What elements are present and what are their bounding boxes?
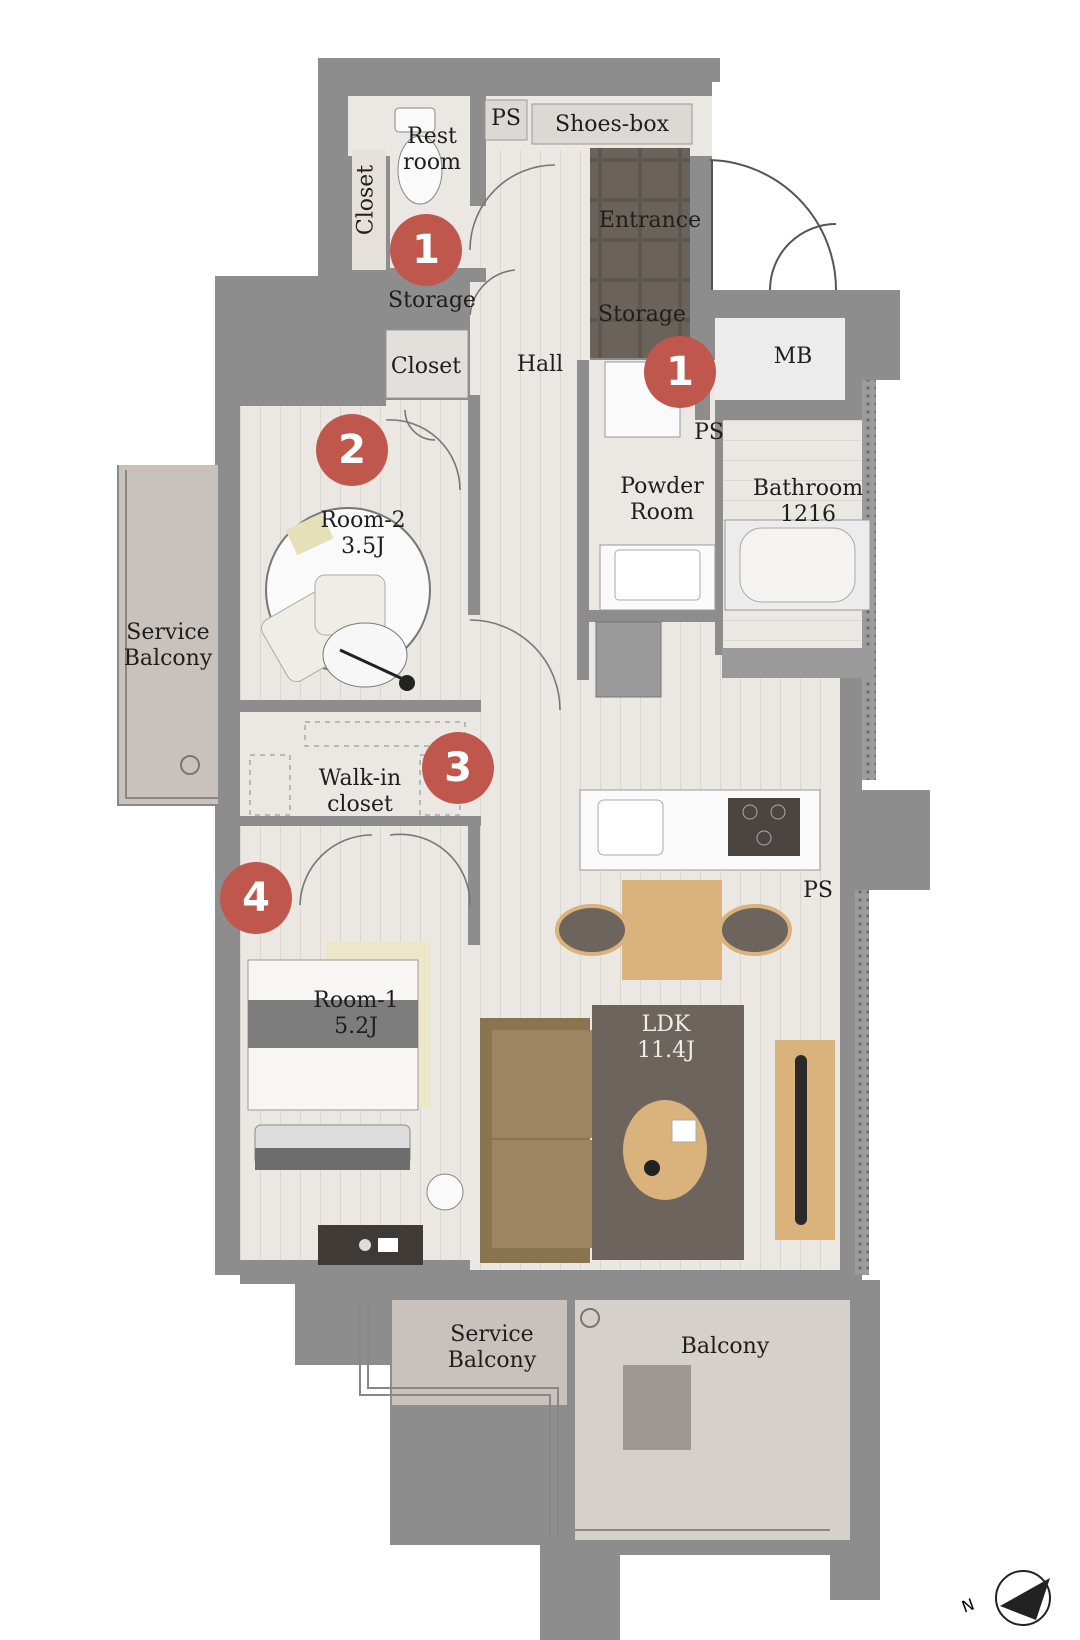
hall-label: Hall <box>516 352 564 377</box>
marker-1-toilet: 1 <box>390 214 462 286</box>
living-furniture <box>480 1005 835 1263</box>
powder-sink <box>599 361 716 611</box>
storage-left-label: Storage <box>388 288 476 313</box>
marker-2-room2: 2 <box>316 414 388 486</box>
kitchen-counter <box>579 789 821 871</box>
room2-furniture <box>261 507 431 691</box>
ps-kitchen-label: PS <box>803 878 833 903</box>
marker-3-closet: 3 <box>422 732 494 804</box>
bed <box>247 942 464 1265</box>
bathtub <box>722 519 874 678</box>
shoes-box-label: Shoes-box <box>555 112 669 137</box>
railings <box>117 465 830 1540</box>
closet-room2-label: Closet <box>390 354 462 379</box>
north-arrow-icon <box>995 1570 1051 1626</box>
marker-1-storage: 1 <box>644 336 716 408</box>
entrance-label: Entrance <box>598 208 702 233</box>
compass: N <box>959 1570 1070 1630</box>
toilet <box>394 107 443 205</box>
mb-label: MB <box>773 344 813 369</box>
entrance-doors <box>709 159 837 291</box>
balcony-label: Balcony <box>680 1334 770 1359</box>
ps-bath-label: PS <box>694 420 724 445</box>
door-swings <box>299 164 561 906</box>
marker-4-room1: 4 <box>220 862 292 934</box>
dining-set <box>555 880 792 980</box>
storage-right-label: Storage <box>598 302 686 327</box>
ps-top-label: PS <box>491 106 521 131</box>
closet-left-label: Closet <box>353 164 379 236</box>
